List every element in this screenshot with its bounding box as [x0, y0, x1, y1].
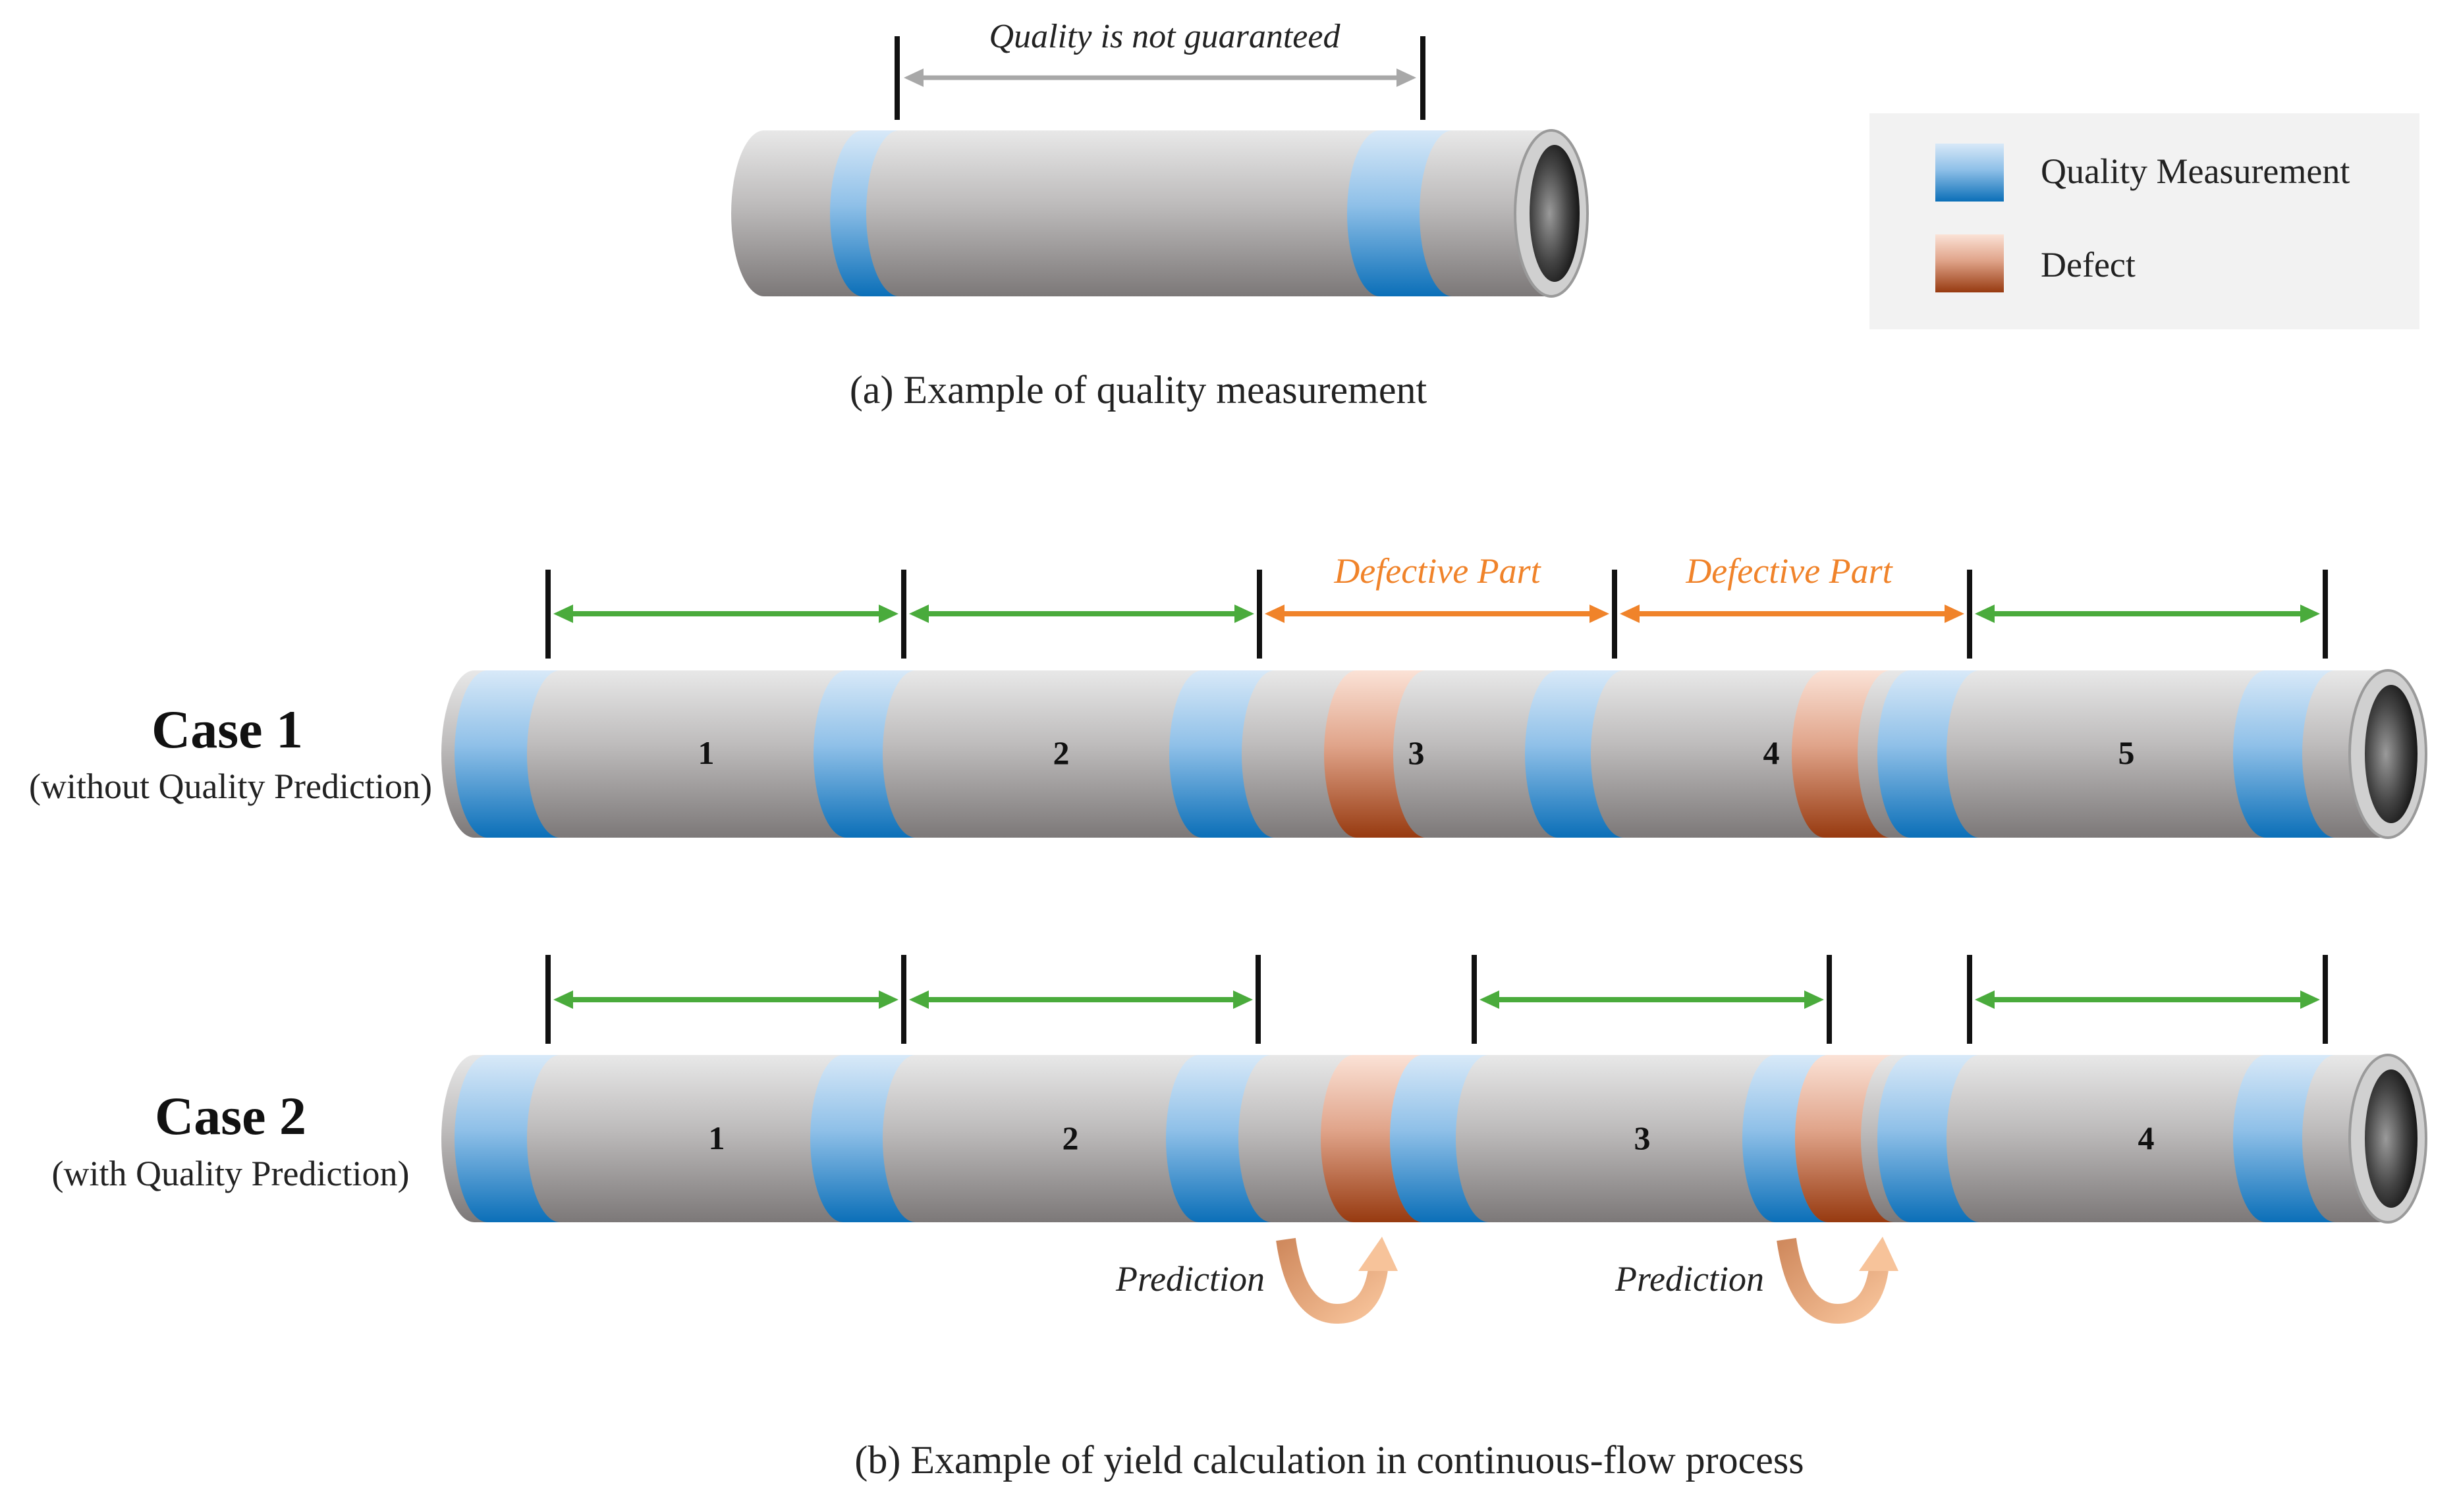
- legend-swatch-defect: [1935, 234, 2004, 292]
- case1-defect-arrow: [1265, 605, 1609, 623]
- segment-number: 1: [698, 734, 715, 771]
- case1-subtitle: (without Quality Prediction): [29, 767, 432, 806]
- case2-subtitle: (with Quality Prediction): [52, 1154, 410, 1193]
- legend-label-quality: Quality Measurement: [2041, 151, 2350, 191]
- defect-band: [1324, 670, 1426, 838]
- defective-part-label: Defective Part: [1685, 551, 1893, 591]
- quality-band: [1742, 1055, 1828, 1222]
- legend-label-defect: Defect: [2041, 245, 2136, 284]
- segment-number: 5: [2118, 734, 2135, 771]
- case1-pipe: [441, 669, 2427, 839]
- defect-band: [1792, 670, 1891, 838]
- case1: Case 1 (without Quality Prediction): [29, 551, 2427, 839]
- quality-band: [455, 670, 560, 838]
- quality-band: [1390, 1055, 1489, 1222]
- quality-band: [810, 1055, 916, 1222]
- quality-band: [1169, 670, 1275, 838]
- quality-band: [830, 130, 899, 296]
- segment-number: 1: [709, 1120, 725, 1156]
- case2-span-arrow: [1479, 990, 1824, 1009]
- case1-title: Case 1: [152, 699, 303, 759]
- case1-defect-arrow: [1620, 605, 1964, 623]
- quality-band: [2233, 1055, 2335, 1222]
- segment-number: 3: [1634, 1120, 1651, 1156]
- case2-title: Case 2: [155, 1086, 306, 1146]
- quality-band: [1877, 670, 1979, 838]
- segment-number: 2: [1053, 734, 1070, 771]
- prediction-label: Prediction: [1615, 1259, 1764, 1299]
- case1-span-arrow: [909, 605, 1254, 623]
- prediction-label: Prediction: [1115, 1259, 1265, 1299]
- case1-span-arrow: [553, 605, 898, 623]
- case1-span-arrow: [1975, 605, 2320, 623]
- segment-number: 2: [1063, 1120, 1079, 1156]
- case2-span-arrow: [553, 990, 898, 1009]
- prediction-arrow-icon: [1276, 1237, 1398, 1324]
- quality-band: [1347, 130, 1452, 296]
- quality-band: [1877, 1055, 1979, 1222]
- segment-number: 3: [1408, 734, 1425, 771]
- segment-number: 4: [2138, 1120, 2155, 1156]
- quality-band: [455, 1055, 560, 1222]
- panel-a-caption: (a) Example of quality measurement: [850, 368, 1427, 412]
- legend-swatch-quality: [1935, 144, 2004, 202]
- quality-annotation: Quality is not guaranteed: [989, 18, 1341, 55]
- quality-band: [1166, 1055, 1271, 1222]
- quality-band: [814, 670, 916, 838]
- case2-span-arrow: [1975, 990, 2320, 1009]
- case2-span-arrow: [909, 990, 1253, 1009]
- panel-a-pipe: [731, 129, 1589, 298]
- quality-band: [1525, 670, 1624, 838]
- defective-part-label: Defective Part: [1333, 551, 1541, 591]
- defect-band: [1795, 1055, 1894, 1222]
- panel-b-caption: (b) Example of yield calculation in cont…: [854, 1438, 1804, 1482]
- legend: Quality Measurement Defect: [1869, 113, 2419, 329]
- segment-number: 4: [1763, 734, 1780, 771]
- panel-a: Quality is not guaranteed (a) Example of…: [731, 18, 1589, 412]
- case2-pipe: [441, 1054, 2427, 1224]
- prediction-arrow-icon: [1777, 1237, 1898, 1324]
- quality-band: [2233, 670, 2335, 838]
- case2: Case 2 (with Quality Prediction): [52, 955, 2427, 1324]
- defect-band: [1321, 1055, 1423, 1222]
